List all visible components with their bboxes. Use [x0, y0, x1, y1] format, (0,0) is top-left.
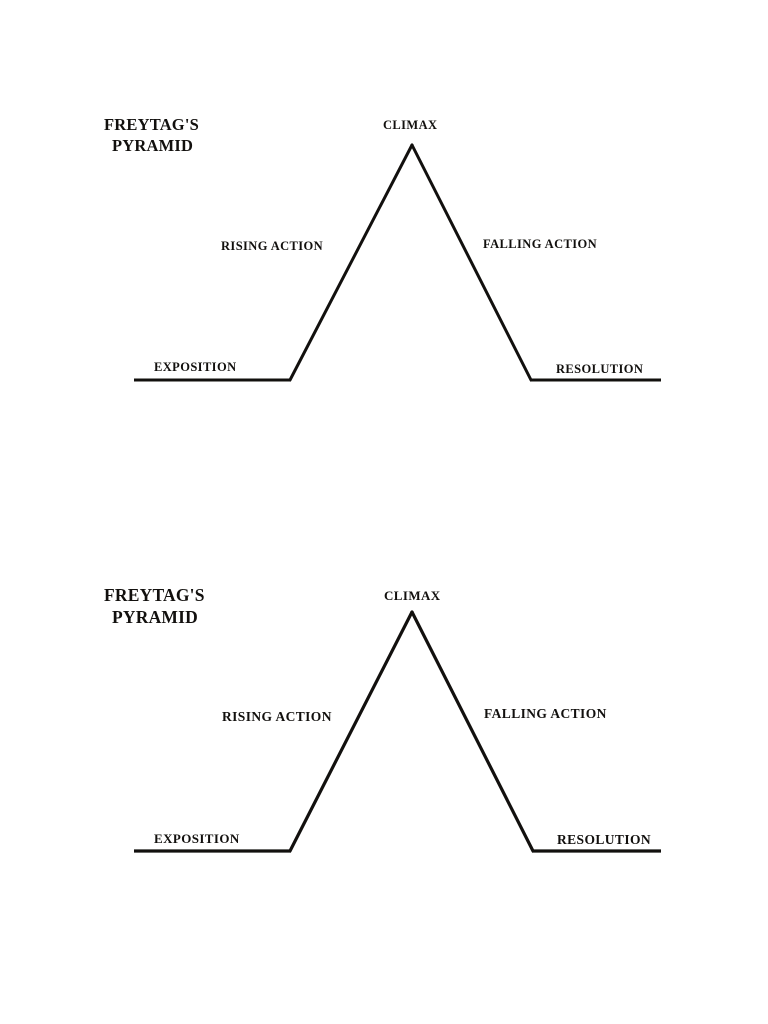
rising-action-segment — [288, 143, 414, 382]
pyramid-plot-line-2 — [134, 610, 661, 853]
label-climax-2: CLIMAX — [384, 588, 441, 603]
label-exposition-2: EXPOSITION — [154, 831, 240, 846]
diagram-title-line2: PYRAMID — [112, 135, 194, 155]
label-resolution-1: RESOLUTION — [556, 362, 644, 376]
freytag-pyramid-diagram-1: FREYTAG'S PYRAMID CLIMAX RISING ACTION F… — [0, 100, 768, 400]
diagram-title-line1: FREYTAG'S — [104, 115, 200, 134]
label-rising-action-2: RISING ACTION — [222, 709, 332, 724]
label-falling-action-2: FALLING ACTION — [484, 706, 607, 721]
diagram-title-2: FREYTAG'S PYRAMID — [104, 585, 205, 629]
label-rising-action-1: RISING ACTION — [221, 239, 324, 253]
diagram-title-1: FREYTAG'S PYRAMID — [104, 115, 199, 156]
label-exposition-1: EXPOSITION — [154, 360, 237, 374]
pyramid-plot-line-1 — [134, 143, 661, 382]
falling-action-segment — [410, 143, 533, 382]
falling-action-segment — [410, 610, 535, 853]
rising-action-segment — [288, 610, 414, 853]
label-resolution-2: RESOLUTION — [557, 832, 652, 847]
diagram-title-line1: FREYTAG'S — [104, 585, 205, 605]
label-falling-action-1: FALLING ACTION — [483, 237, 598, 251]
diagram-title-line2: PYRAMID — [112, 606, 198, 627]
freytag-pyramid-diagram-2: FREYTAG'S PYRAMID CLIMAX RISING ACTION F… — [0, 570, 768, 870]
label-climax-1: CLIMAX — [383, 118, 438, 132]
